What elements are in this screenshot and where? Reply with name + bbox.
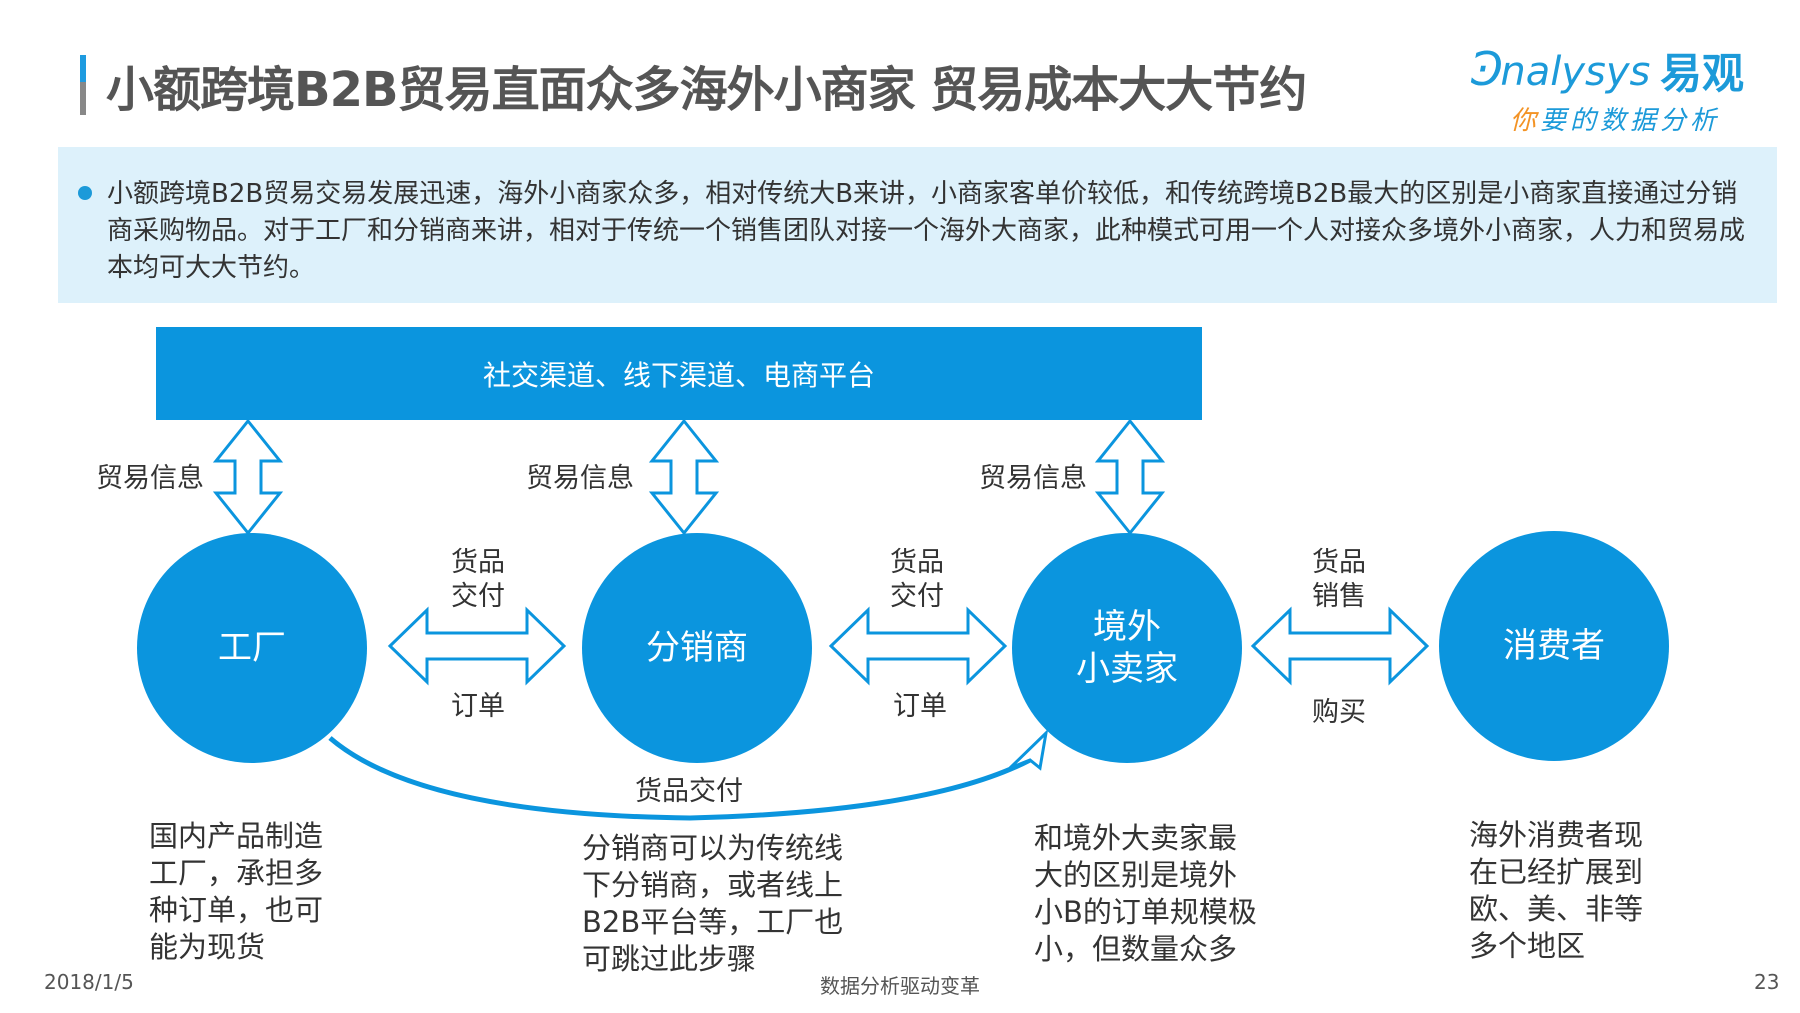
trade-info-label: 贸易信息 [526, 463, 634, 494]
node-distributor: 分销商 [582, 533, 812, 763]
node-factory: 工厂 [137, 533, 367, 763]
node-label: 小卖家 [1076, 649, 1178, 689]
bypass-curved-arrow [328, 728, 1049, 821]
double-arrow-horizontal-icon [388, 608, 566, 684]
double-arrow-vertical-icon [1096, 419, 1164, 535]
link-bottom-label: 购买 [1312, 697, 1366, 728]
logo-chinese: 易观 [1660, 49, 1745, 98]
logo-wordmark: Ͽnalysys [1468, 42, 1651, 96]
page-title: 小额跨境B2B贸易直面众多海外小商家 贸易成本大大节约 [106, 62, 1307, 118]
double-arrow-vertical-icon [650, 419, 718, 535]
intro-text: 小额跨境B2B贸易交易发展迅速，海外小商家众多，相对传统大B来讲，小商家客单价较… [107, 179, 1746, 283]
title-accent-bar [80, 55, 86, 115]
footer-slogan: 数据分析驱动变革 [820, 974, 980, 998]
description-small-seller: 和境外大卖家最大的区别是境外小B的订单规模极小，但数量众多 [1034, 821, 1257, 966]
node-consumer: 消费者 [1439, 531, 1669, 761]
intro-box [58, 147, 1777, 303]
node-label: 境外 [1093, 607, 1161, 647]
footer-date: 2018/1/5 [44, 970, 134, 994]
double-arrow-vertical-icon [214, 419, 282, 535]
node-label: 消费者 [1503, 626, 1605, 666]
link-top-label: 货品销售 [1312, 547, 1366, 612]
description-factory: 国内产品制造工厂，承担多种订单，也可能为现货 [149, 819, 324, 964]
trade-info-label: 贸易信息 [96, 463, 204, 494]
double-arrow-horizontal-icon [829, 608, 1007, 684]
link-top-label: 货品交付 [890, 547, 944, 612]
page-number: 23 [1754, 970, 1780, 994]
node-label: 分销商 [646, 628, 748, 668]
bypass-label: 货品交付 [635, 776, 743, 807]
node-overseas-small-seller: 境外小卖家 [1012, 533, 1242, 763]
channel-label: 社交渠道、线下渠道、电商平台 [482, 358, 875, 392]
link-top-label: 货品交付 [451, 547, 505, 612]
trade-info-label: 贸易信息 [979, 463, 1087, 494]
double-arrow-horizontal-icon [1251, 608, 1429, 684]
description-consumer: 海外消费者现在已经扩展到欧、美、非等多个地区 [1469, 818, 1644, 963]
node-label: 工厂 [218, 628, 286, 668]
channel-bar: 社交渠道、线下渠道、电商平台 [156, 327, 1202, 420]
link-bottom-label: 订单 [451, 691, 505, 722]
bullet-icon [78, 186, 92, 200]
link-bottom-label: 订单 [893, 691, 947, 722]
logo-tagline: 你要的数据分析 [1510, 106, 1721, 136]
